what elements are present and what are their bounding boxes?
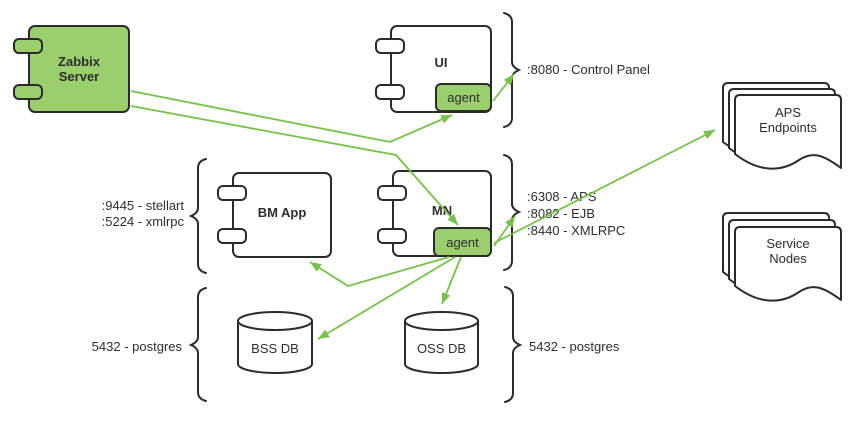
service-nodes-label: Service Nodes — [766, 236, 810, 266]
mn-label: MN — [431, 203, 453, 218]
port-annotation-line: :9445 - stellart — [101, 198, 184, 213]
mn-ports-brace — [503, 154, 522, 271]
zabbix-server-component: Zabbix Server — [28, 25, 130, 113]
ui-agent-label: agent — [447, 90, 480, 105]
port-annotation-line: 5432 - postgres — [91, 339, 182, 354]
bm-app-label: BM App — [257, 204, 307, 220]
aps-endpoints-label: APS Endpoints — [759, 105, 817, 135]
ui-label: UI — [434, 54, 448, 70]
bm-app-port-annotation: :9445 - stellart :5224 - xmlrpc — [102, 198, 184, 230]
bm-app-port-top — [217, 185, 247, 201]
port-annotation-line: :8082 - EJB — [527, 206, 595, 221]
bm-app-ports-brace — [188, 158, 207, 274]
mn-agent-box: agent — [433, 227, 492, 257]
ui-port-bottom — [375, 84, 405, 100]
zabbix-server-label: Zabbix Server — [58, 54, 100, 84]
zabbix-port-bottom — [13, 84, 43, 100]
ui-port-annotation: :8080 - Control Panel — [527, 61, 650, 78]
mn-port-bottom — [377, 228, 407, 244]
bss-db-label: BSS DB — [251, 341, 299, 356]
oss-db-label: OSS DB — [416, 341, 467, 356]
zabbix-port-top — [13, 38, 43, 54]
mn-port-top — [377, 185, 407, 201]
bss-db-cylinder — [237, 311, 313, 374]
mn-port-annotation: :6308 - APS :8082 - EJB :8440 - XMLRPC — [527, 188, 625, 239]
cylinder-top — [404, 311, 479, 331]
document-shape — [734, 226, 842, 302]
bm-app-component: BM App — [232, 172, 332, 258]
cylinder-body — [237, 321, 313, 374]
bss-db-port-brace — [188, 287, 207, 402]
document-shape — [734, 94, 842, 170]
port-annotation-line: :6308 - APS — [527, 189, 597, 204]
bss-db-port-annotation: 5432 - postgres — [92, 338, 182, 355]
oss-db-port-brace — [504, 286, 523, 403]
bm-app-port-bottom — [217, 228, 247, 244]
port-annotation-line: 5432 - postgres — [529, 339, 620, 354]
aps-endpoints-document-stack — [722, 82, 842, 170]
oss-db-port-annotation: 5432 - postgres — [529, 338, 619, 355]
ui-agent-box: agent — [435, 83, 492, 112]
ui-port-top — [375, 38, 405, 54]
aps-endpoints-label-wrap: APS Endpoints — [735, 105, 841, 135]
port-annotation-line: :8080 - Control Panel — [527, 62, 650, 77]
port-annotation-line: :8440 - XMLRPC — [527, 223, 626, 238]
service-nodes-label-wrap: Service Nodes — [735, 236, 841, 266]
cylinder-top — [237, 311, 313, 331]
mn-agent-label: agent — [446, 234, 479, 250]
port-annotation-line: :5224 - xmlrpc — [101, 214, 184, 229]
service-nodes-document-stack — [722, 212, 842, 302]
ui-ports-brace — [503, 12, 522, 128]
